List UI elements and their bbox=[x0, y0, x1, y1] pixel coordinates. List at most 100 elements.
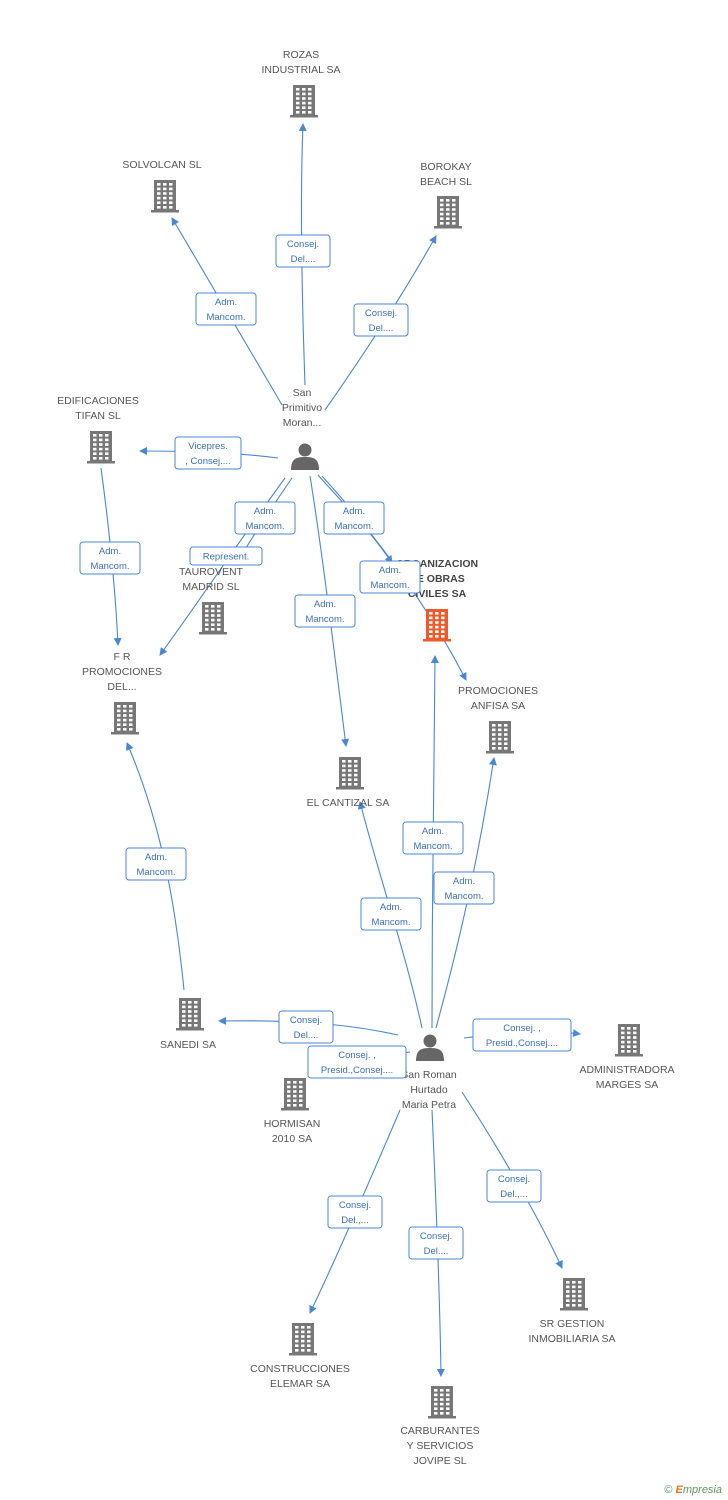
edge-label-e13[interactable]: Adm. Mancom. bbox=[402, 821, 464, 855]
node-label: CIVILES SA bbox=[408, 588, 467, 600]
edge-label-e9[interactable]: Adm.Mancom. bbox=[294, 594, 356, 628]
node-solvolcan[interactable]: SOLVOLCAN SL bbox=[122, 159, 202, 213]
node-label: JOVIPE SL bbox=[413, 1455, 466, 1467]
edge-label-box bbox=[195, 292, 257, 326]
building-icon bbox=[289, 1323, 317, 1356]
node-label: DE OBRAS bbox=[409, 573, 464, 585]
edge-label-text: Adm. bbox=[145, 852, 167, 863]
node-administradora[interactable]: ADMINISTRADORA MARGES SA bbox=[579, 1024, 675, 1091]
node-sanedi[interactable]: SANEDI SA bbox=[160, 998, 216, 1051]
node-label: SR GESTION bbox=[540, 1318, 605, 1330]
edge-label-e2[interactable]: Adm.Mancom. bbox=[195, 292, 257, 326]
edge-label-text: Presid.,Consej.... bbox=[321, 1065, 393, 1076]
node-label: MADRID SL bbox=[182, 581, 239, 593]
person-icon bbox=[416, 1034, 444, 1061]
building-icon bbox=[423, 609, 451, 642]
edge-label-e15[interactable]: Consej.Del.... bbox=[278, 1010, 334, 1044]
node-label: SOLVOLCAN SL bbox=[122, 159, 201, 171]
edge-label-box bbox=[307, 1045, 407, 1079]
edge-label-text: Mancom. bbox=[371, 917, 410, 928]
edge-label-text: Mancom. bbox=[413, 841, 452, 852]
edge-label-e16[interactable]: Consej. ,Presid.,Consej.... bbox=[307, 1045, 407, 1079]
edge-label-text: , Consej.... bbox=[185, 456, 230, 467]
node-cantizal[interactable]: EL CANTIZAL SA bbox=[307, 757, 390, 809]
edge-label-e18[interactable]: Consej.Del.,... bbox=[486, 1169, 542, 1203]
edge-label-text: Adm. bbox=[343, 506, 365, 517]
edge-label-text: Del.... bbox=[424, 1246, 449, 1257]
node-label: MARGES SA bbox=[596, 1079, 658, 1091]
node-label: EDIFICACIONES bbox=[57, 395, 139, 407]
building-icon bbox=[290, 85, 318, 118]
building-icon bbox=[434, 196, 462, 229]
edge-label-box bbox=[353, 303, 409, 337]
edge-label-e1[interactable]: Consej.Del.... bbox=[275, 234, 331, 268]
node-label: BOROKAY bbox=[420, 161, 471, 173]
edge-label-box bbox=[408, 1226, 464, 1260]
edge-label-e3[interactable]: Consej.Del.... bbox=[353, 303, 409, 337]
edge-label-e20[interactable]: Consej. Del.... bbox=[408, 1226, 464, 1260]
edge-label-box bbox=[79, 541, 141, 575]
edge-label-e19[interactable]: Consej.Del.,... bbox=[327, 1195, 383, 1229]
edge-label-text: Consej. bbox=[420, 1231, 452, 1242]
edge-label-e4[interactable]: Vicepres. , Consej.... bbox=[174, 436, 242, 470]
node-label: CONSTRUCCIONES bbox=[250, 1363, 350, 1375]
node-san-primitivo[interactable]: SanPrimitivoMoran... bbox=[282, 387, 322, 470]
copyright-symbol: © bbox=[664, 1484, 673, 1496]
node-label: PROMOCIONES bbox=[82, 666, 162, 678]
building-icon bbox=[615, 1024, 643, 1057]
person-icon bbox=[291, 443, 319, 470]
node-label: CARBURANTES bbox=[400, 1425, 479, 1437]
building-icon bbox=[281, 1078, 309, 1111]
node-label: Hurtado bbox=[410, 1084, 448, 1096]
edge-label-text: Vicepres. bbox=[188, 441, 227, 452]
edge-label-box bbox=[486, 1169, 542, 1203]
edge-label-text: Consej. bbox=[290, 1015, 322, 1026]
edge-label-e11[interactable]: Adm.Mancom. bbox=[125, 847, 187, 881]
edge-label-box bbox=[294, 594, 356, 628]
edge-label-e7[interactable]: Adm. Mancom. bbox=[323, 501, 385, 535]
node-fr-promociones[interactable]: F RPROMOCIONESDEL... bbox=[82, 651, 162, 735]
node-label: F R bbox=[114, 651, 131, 663]
brand-logo-initial: E bbox=[675, 1484, 683, 1496]
edge-label-text: Mancom. bbox=[90, 561, 129, 572]
node-label: Moran... bbox=[283, 417, 322, 429]
edge-label-box bbox=[234, 501, 296, 535]
edge-label-e14[interactable]: Adm.Mancom. bbox=[433, 871, 495, 905]
edge-label-text: Mancom. bbox=[334, 521, 373, 532]
edge-label-text: Del.,... bbox=[341, 1215, 368, 1226]
edge-label-text: Consej. bbox=[365, 308, 397, 319]
edge-label-box bbox=[125, 847, 187, 881]
edge-label-e10[interactable]: Adm. Mancom. bbox=[79, 541, 141, 575]
edge-label-text: Mancom. bbox=[370, 580, 409, 591]
node-label: ADMINISTRADORA bbox=[579, 1064, 674, 1076]
edge-label-e6[interactable]: Represent. bbox=[189, 546, 263, 566]
edge-label-text: Adm. bbox=[422, 826, 444, 837]
edge-label-text: Adm. bbox=[99, 546, 121, 557]
edge-label-box bbox=[472, 1018, 572, 1052]
node-label: PROMOCIONES bbox=[458, 685, 538, 697]
edge-label-e12[interactable]: Adm.Mancom. bbox=[360, 897, 422, 931]
edge-label-text: Adm. bbox=[215, 297, 237, 308]
copyright-credit: © Empresia bbox=[664, 1484, 722, 1496]
node-label: Primitivo bbox=[282, 402, 322, 414]
edge-label-e8[interactable]: Adm.Mancom. bbox=[359, 560, 421, 594]
edge-label-text: Adm. bbox=[254, 506, 276, 517]
building-icon bbox=[151, 180, 179, 213]
node-label: EL CANTIZAL SA bbox=[307, 797, 390, 809]
node-label: San bbox=[293, 387, 312, 399]
edge-label-e17[interactable]: Consej. ,Presid.,Consej.... bbox=[472, 1018, 572, 1052]
edge-label-e5[interactable]: Adm.Mancom. bbox=[234, 501, 296, 535]
edge-label-box bbox=[433, 871, 495, 905]
